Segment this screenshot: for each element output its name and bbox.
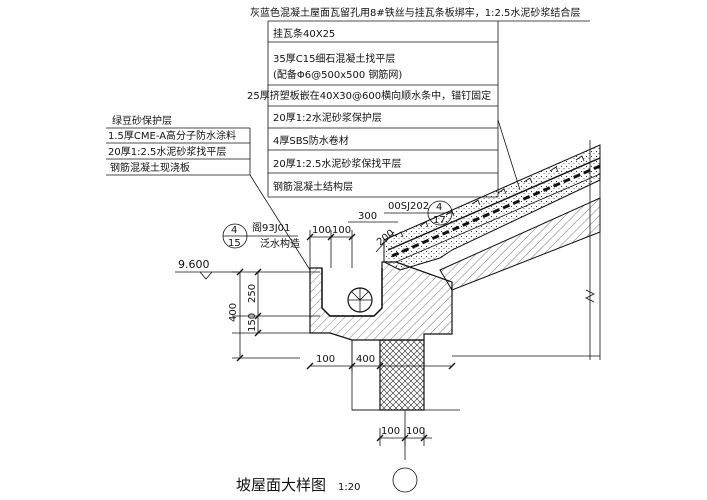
top-layer-4: 20厚1:2水泥砂浆保护层 xyxy=(273,111,382,124)
title-text: 坡屋面大样图 xyxy=(236,476,326,494)
svg-text:100: 100 xyxy=(316,354,335,365)
top-callout-header: 灰蓝色混凝土屋面瓦留孔用8#铁丝与挂瓦条板绑牢，1:2.5水泥砂浆结合层 xyxy=(250,6,580,19)
left-layer-1: 绿豆砂保护层 xyxy=(112,114,172,127)
svg-text:400: 400 xyxy=(356,354,375,365)
top-callout: 灰蓝色混凝土屋面瓦留孔用8#铁丝与挂瓦条板绑牢，1:2.5水泥砂浆结合层 挂瓦条… xyxy=(247,6,590,198)
top-layer-7: 钢筋混凝土结构层 xyxy=(273,180,353,193)
bottom-dimensions: 100 400 100 100 xyxy=(306,354,456,493)
detail-ref-left: 4 15 阁93J01 泛水构造 xyxy=(222,221,300,250)
svg-text:4: 4 xyxy=(436,202,442,213)
top-layer-2b: (配备Φ6@500x500 钢筋网) xyxy=(273,68,402,81)
svg-text:15: 15 xyxy=(228,238,241,249)
vertical-dimensions: 250 150 400 xyxy=(228,268,320,362)
svg-text:400: 400 xyxy=(228,303,239,322)
left-layer-3: 20厚1:2.5水泥砂浆找平层 xyxy=(108,145,226,158)
svg-text:100: 100 xyxy=(406,426,425,437)
top-layer-2: 35厚C15细石混凝土找平层 xyxy=(273,52,395,65)
svg-text:100: 100 xyxy=(332,225,351,236)
svg-text:300: 300 xyxy=(358,211,377,222)
svg-text:100: 100 xyxy=(381,426,400,437)
ref-left-note1: 阁93J01 xyxy=(252,221,290,234)
left-layer-4: 钢筋混凝土现浇板 xyxy=(110,161,190,174)
svg-text:150: 150 xyxy=(247,313,258,332)
elevation-mark: 9.600 xyxy=(175,258,238,280)
title-scale: 1:20 xyxy=(338,482,360,493)
top-layer-5: 4厚SBS防水卷材 xyxy=(273,134,349,147)
eave-concrete xyxy=(309,261,453,341)
left-layer-2: 1.5厚CME-A高分子防水涂料 xyxy=(108,129,236,142)
left-callout: 绿豆砂保护层 1.5厚CME-A高分子防水涂料 20厚1:2.5水泥砂浆找平层 … xyxy=(106,114,311,271)
top-layer-1: 挂瓦条40X25 xyxy=(273,27,335,40)
top-layer-3: 25厚挤塑板嵌在40X30@600横向顺水条中，锚钉固定 xyxy=(247,89,491,102)
svg-text:100: 100 xyxy=(312,225,331,236)
svg-text:4: 4 xyxy=(231,225,237,236)
elevation-value: 9.600 xyxy=(178,258,210,271)
top-layer-6: 20厚1:2.5水泥砂浆保找平层 xyxy=(273,157,401,170)
drawing-title: 坡屋面大样图 1:20 xyxy=(236,476,360,494)
ref-right-note: 00SJ202 xyxy=(388,201,429,212)
wall-column xyxy=(351,339,460,460)
roof-slope-layers xyxy=(383,140,601,360)
svg-text:250: 250 xyxy=(247,284,258,303)
ref-left-note2: 泛水构造 xyxy=(260,237,300,250)
